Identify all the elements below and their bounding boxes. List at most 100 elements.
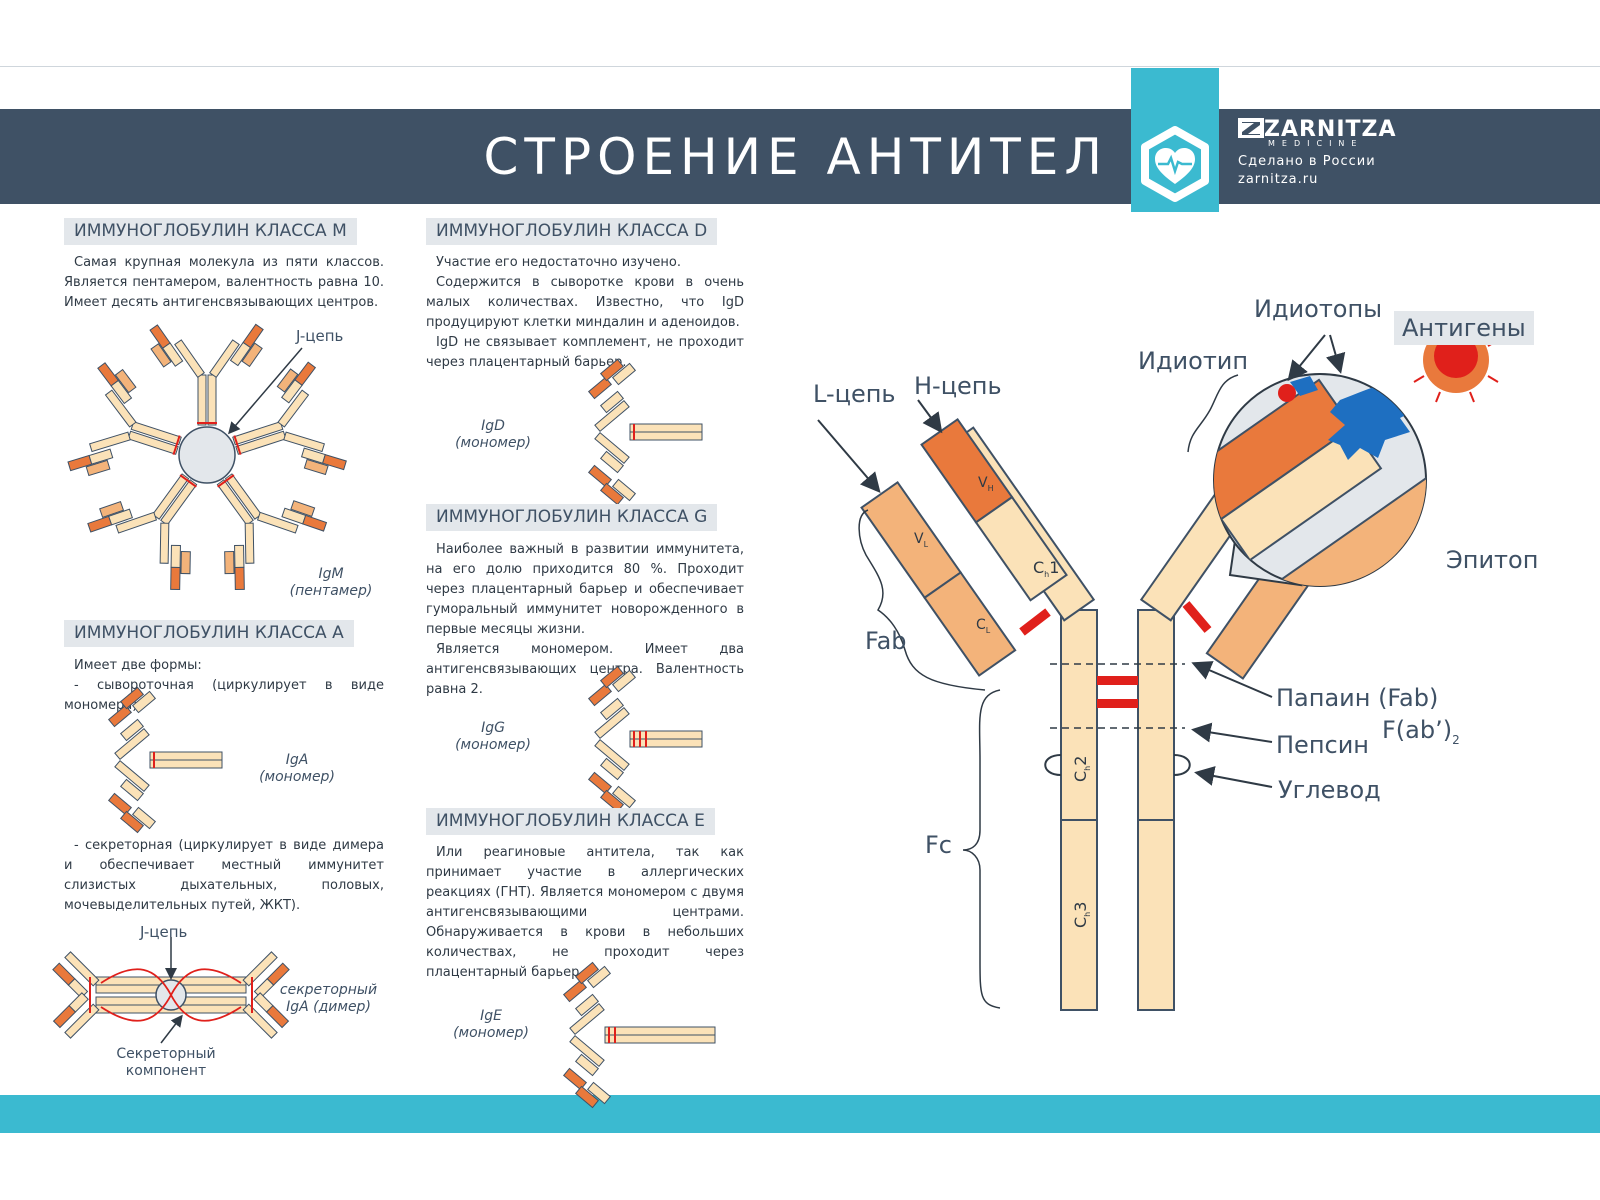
heavy-arm xyxy=(569,1003,605,1035)
heavy-chain-stem xyxy=(629,423,703,433)
zarnitza-logo-icon xyxy=(1238,118,1264,138)
carbohydrate-label: Углевод xyxy=(1278,776,1381,804)
page-title: СТРОЕНИЕ АНТИТЕЛ xyxy=(483,128,1108,186)
left-light-chain xyxy=(860,480,1017,677)
igm-monomer xyxy=(67,362,182,477)
footer-bar xyxy=(0,1095,1600,1133)
light-constant xyxy=(599,697,625,721)
light-variable xyxy=(562,1067,588,1091)
h-chain-arrow xyxy=(917,399,943,434)
iga-jchain-label: J-цепь xyxy=(140,923,188,941)
fab-label: Fab xyxy=(865,627,907,655)
heavy-variable xyxy=(586,965,612,989)
iga-text-1: Имеет две формы: - сывороточная (циркули… xyxy=(64,658,384,713)
igm-caption: IgM(пентамер) xyxy=(289,566,373,599)
fc-bracket xyxy=(962,689,1001,1009)
carbohydrate-right xyxy=(1173,754,1191,776)
igd-monomer-diagram xyxy=(587,358,703,506)
heavy-chain-stem xyxy=(604,1026,716,1036)
hexagon-heart-icon xyxy=(1141,126,1209,202)
heavy-arm xyxy=(114,728,150,760)
light-variable xyxy=(107,704,133,728)
heavy-arm xyxy=(594,739,630,771)
heavy-chain-stem xyxy=(604,1034,716,1044)
light-variable xyxy=(562,979,588,1003)
website: zarnitza.ru xyxy=(1238,172,1319,187)
heavy-variable xyxy=(611,785,637,809)
igg-monomer-diagram xyxy=(587,665,703,813)
made-in-russia: Сделано в России xyxy=(1238,154,1376,169)
h-chain-label: H-цепь xyxy=(914,372,1002,400)
ige-caption: IgE(мономер) xyxy=(453,1008,529,1041)
hinge-bond-1 xyxy=(1097,676,1138,685)
heavy-chain-stem xyxy=(149,759,223,769)
papain-arrow xyxy=(1191,661,1273,698)
heavy-arm xyxy=(594,400,630,432)
igm-monomer xyxy=(87,473,198,591)
vh-label: VH xyxy=(978,475,994,493)
heavy-variable xyxy=(611,362,637,386)
iga-text-2: - секреторная (циркулирует в виде димера… xyxy=(64,838,384,913)
igg-text: Наиболее важный в развитии иммунитета, н… xyxy=(426,542,744,697)
ige-monomer-diagram xyxy=(562,961,716,1109)
light-constant xyxy=(574,993,600,1017)
light-constant xyxy=(119,778,145,802)
iga-dimer-diagram xyxy=(52,937,290,1044)
left-light-heavy-bond xyxy=(1019,608,1051,636)
igm-monomer xyxy=(232,361,347,476)
heavy-tip xyxy=(574,961,600,985)
igm-jchain-arrow xyxy=(228,347,303,435)
cl-label: CL xyxy=(976,617,991,635)
fab-bracket xyxy=(858,509,986,691)
pepsin-label: Пепсин xyxy=(1276,731,1369,759)
light-constant xyxy=(599,757,625,781)
hinge-bond-2 xyxy=(1097,699,1138,708)
igm-monomer xyxy=(216,473,328,591)
header-bar xyxy=(0,109,1600,204)
heavy-tip xyxy=(574,1085,600,1109)
carbohydrate-left xyxy=(1044,754,1062,776)
pepsin-arrow xyxy=(1191,722,1273,743)
heavy-arm xyxy=(114,760,150,792)
brand-name: ZARNITZA xyxy=(1238,117,1397,142)
light-variable xyxy=(107,792,133,816)
brand-sub: MEDICINE xyxy=(1268,139,1364,148)
heavy-variable xyxy=(131,690,157,714)
heavy-variable xyxy=(131,806,157,830)
igm-heading: ИММУНОГЛОБУЛИН КЛАССА M xyxy=(64,218,357,245)
l-chain-label: L-цепь xyxy=(813,380,896,408)
iga-monomer-diagram xyxy=(107,686,223,834)
light-variable xyxy=(587,464,613,488)
ch2-label: Ch2 xyxy=(1071,756,1092,782)
idiotope-arrow-2 xyxy=(1325,334,1346,374)
igm-jchain-label: J-цепь xyxy=(296,327,344,345)
heavy-chain-stems xyxy=(1060,609,1175,1011)
light-constant xyxy=(119,718,145,742)
heavy-chain-stem xyxy=(149,751,223,761)
igd-heading: ИММУНОГЛОБУЛИН КЛАССА D xyxy=(426,218,718,245)
light-variable xyxy=(587,771,613,795)
igm-text: Самая крупная молекула из пяти классов. … xyxy=(64,255,384,310)
heavy-tip xyxy=(599,358,625,382)
carbohydrate-arrow xyxy=(1194,766,1273,788)
fc-label: Fc xyxy=(925,831,952,859)
fab2-label: F(ab’)2 xyxy=(1382,716,1460,747)
igg-caption: IgG(мономер) xyxy=(455,720,531,753)
right-light-heavy-bond xyxy=(1182,601,1212,633)
epitope-label: Эпитоп xyxy=(1446,546,1539,574)
heavy-variable xyxy=(611,478,637,502)
ige-text: Или реагиновые антитела, так как принима… xyxy=(426,845,744,980)
antibody-structure-diagram: VH Ch1 VL CL Ch2 Ch3 xyxy=(817,327,1499,1011)
ige-heading: ИММУНОГЛОБУЛИН КЛАССА E xyxy=(426,808,715,835)
light-constant xyxy=(574,1053,600,1077)
igm-monomer xyxy=(149,323,264,426)
igm-pentamer-diagram xyxy=(67,323,347,591)
heavy-tip xyxy=(599,482,625,506)
idiotopes-label: Идиотопы xyxy=(1254,295,1383,323)
iga-caption: IgA(мономер) xyxy=(259,752,335,785)
ch1-label: Ch1 xyxy=(1033,558,1059,579)
heavy-arm xyxy=(569,1035,605,1067)
heavy-variable xyxy=(586,1081,612,1105)
